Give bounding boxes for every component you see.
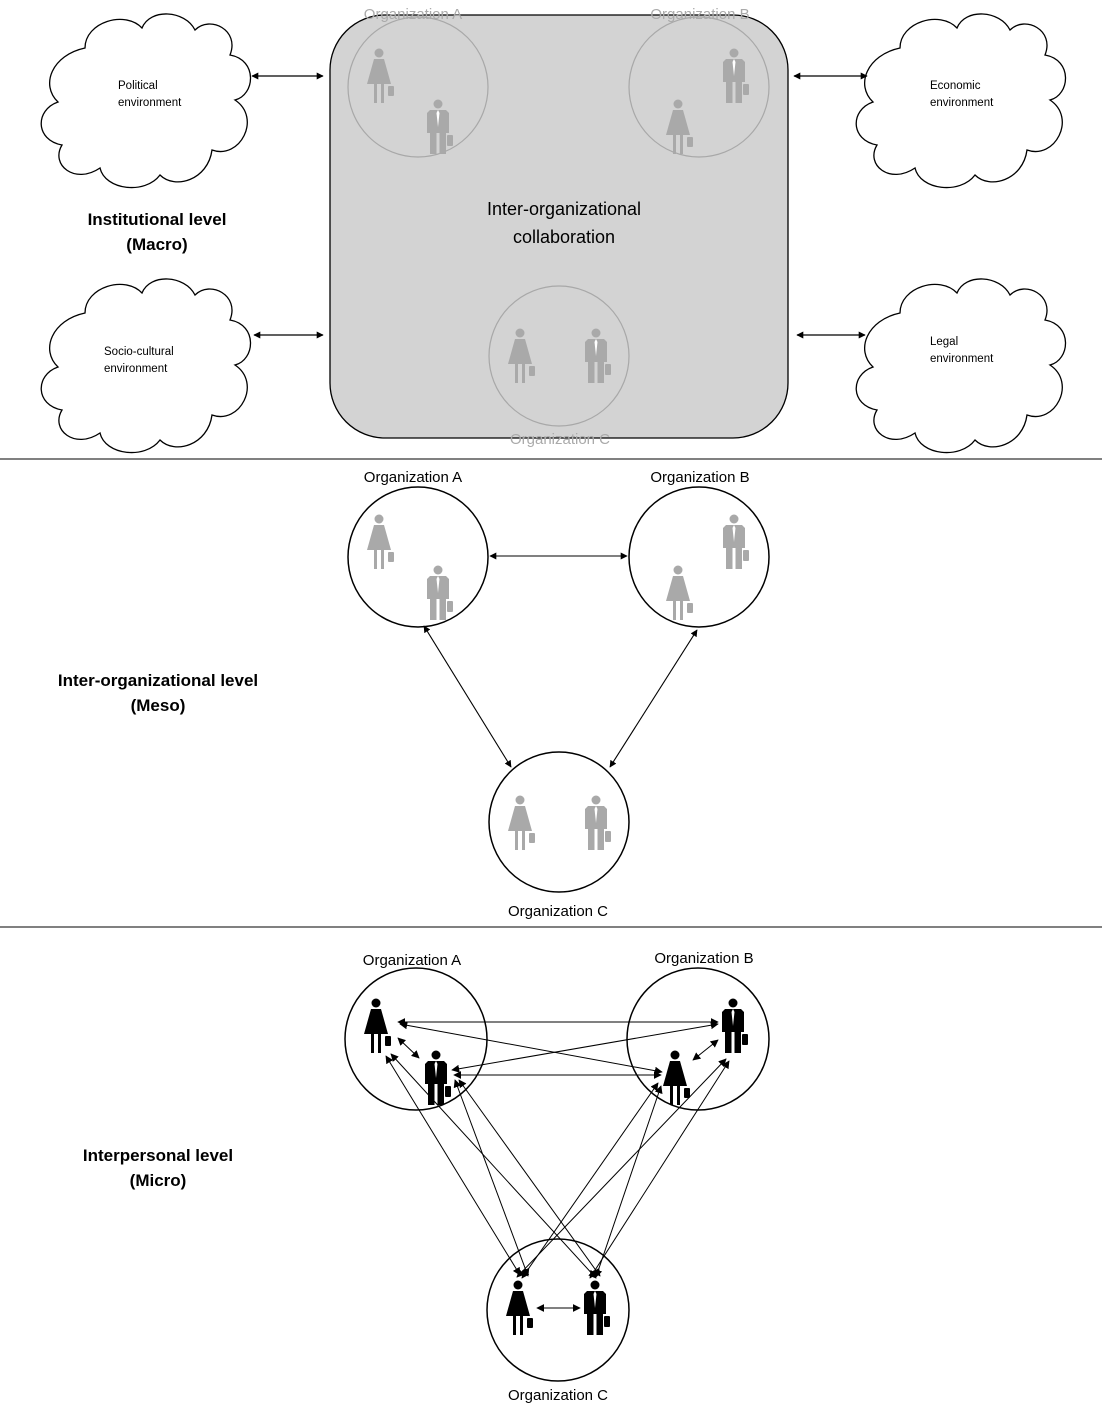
macro-org-a-circle [347,16,489,158]
meso-level-title: Inter-organizational level [58,671,258,690]
arrow-bm-cw [516,1058,727,1278]
collaboration-label-2: collaboration [513,227,615,247]
political-label-1: Political [118,80,158,92]
meso-section: Inter-organizational level (Meso) Organi… [58,469,770,920]
micro-section: Interpersonal level (Micro) Organization… [83,950,770,1404]
meso-arrow-a-c [423,625,512,768]
meso-arrow-b-c [609,629,698,768]
legal-label-1: Legal [930,336,958,348]
sociocultural-label-1: Socio-cultural [104,346,174,358]
micro-org-b-label: Organization B [654,950,753,967]
sociocultural-label-2: environment [104,363,168,375]
arrow-am-cw [453,1079,530,1277]
meso-org-a-label: Organization A [364,469,462,486]
macro-section: Institutional level (Macro) Political en… [40,6,1067,454]
macro-org-a-label: Organization A [364,6,462,23]
arrow-aw-cm [390,1053,597,1279]
meso-level-subtitle: (Meso) [131,696,186,715]
political-label-2: environment [118,97,182,109]
micro-org-circles [344,967,770,1382]
meso-org-b-label: Organization B [650,469,749,486]
economic-label-2: environment [930,97,994,109]
macro-org-b-circle [628,16,770,158]
micro-arrows [385,1018,730,1312]
macro-level-title: Institutional level [88,210,227,229]
meso-org-c-circle [488,751,630,893]
micro-org-c-label: Organization C [508,1387,608,1404]
meso-org-c-label: Organization C [508,903,608,920]
meso-org-circles [347,486,770,893]
collaboration-label-1: Inter-organizational [487,199,641,219]
macro-org-c-label: Organization C [510,431,610,448]
environment-arrows [251,72,868,339]
sociocultural-cloud: Socio-cultural environment [40,278,252,454]
legal-label-2: environment [930,353,994,365]
arrow-bw-cw [521,1082,659,1279]
legal-cloud: Legal environment [855,278,1067,454]
micro-level-title: Interpersonal level [83,1146,233,1165]
meso-org-a-circle [347,486,489,628]
political-cloud: Political environment [40,13,252,189]
micro-level-subtitle: (Micro) [130,1171,187,1190]
micro-org-a-label: Organization A [363,952,461,969]
macro-level-subtitle: (Macro) [126,235,187,254]
macro-org-circles [347,16,770,427]
macro-org-c-circle [488,285,630,427]
macro-org-b-label: Organization B [650,6,749,23]
meso-arrows [423,552,698,768]
economic-cloud: Economic environment [855,13,1067,189]
economic-label-1: Economic [930,80,981,92]
